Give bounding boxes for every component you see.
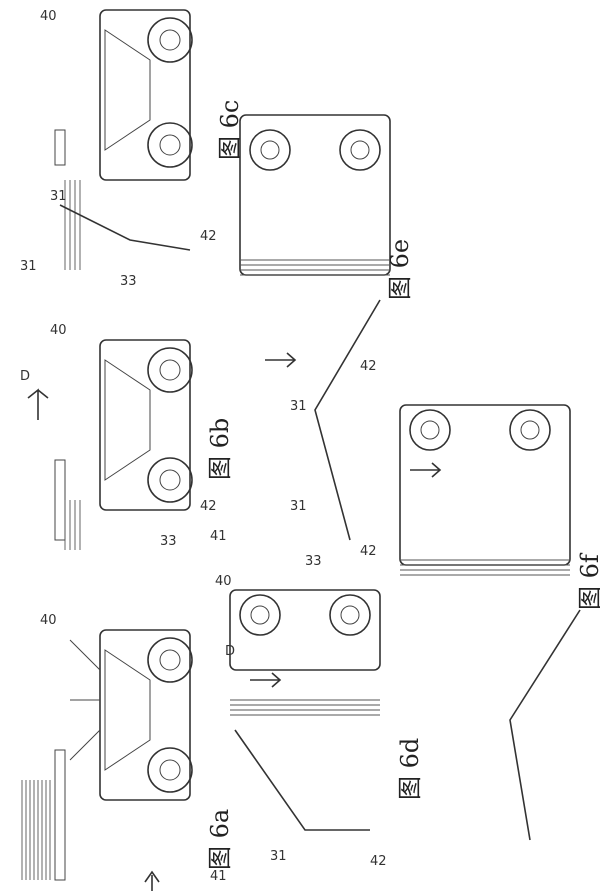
label-40: 40	[40, 9, 57, 24]
label-31: 31	[290, 499, 307, 514]
label-40: 40	[40, 613, 57, 628]
figure-6a: 40 41 图 6a	[10, 610, 240, 891]
figure-6f-caption: 图 6f	[576, 554, 600, 610]
figure-6f-drawing	[399, 404, 581, 841]
figure-6f: 图 6f	[390, 400, 600, 841]
label-42: 42	[200, 499, 217, 514]
figure-6e-drawing: 42 31 31 33 42	[239, 114, 391, 569]
figure-6c-drawing: 40 31 31 33 42	[20, 9, 217, 289]
label-33: 33	[120, 274, 137, 289]
label-41: 41	[210, 869, 227, 884]
label-42: 42	[370, 854, 387, 869]
label-d: D	[225, 644, 235, 659]
label-31: 31	[50, 189, 67, 204]
figure-6a-drawing: 40 41	[21, 613, 227, 891]
figure-6e-caption: 图 6e	[386, 238, 414, 300]
figure-6b: 40 D 41 42 33 图 6b	[10, 320, 240, 550]
figure-6d-drawing: 40 D 31 42	[215, 574, 387, 869]
label-41: 41	[210, 529, 227, 544]
label-31: 31	[270, 849, 287, 864]
label-33: 33	[305, 554, 322, 569]
label-42: 42	[200, 229, 217, 244]
figure-6d: 40 D 31 42 图 6d	[210, 574, 440, 869]
figure-6c: 40 31 31 33 42 图 6c	[10, 0, 244, 289]
label-40: 40	[50, 323, 67, 338]
label-31: 31	[20, 259, 37, 274]
label-33: 33	[160, 534, 177, 549]
figure-6b-drawing: 40 D 41 42 33	[20, 323, 227, 550]
label-d: D	[20, 369, 30, 384]
label-31: 31	[290, 399, 307, 414]
label-42: 42	[360, 359, 377, 374]
label-42: 42	[360, 544, 377, 559]
label-40: 40	[215, 574, 232, 589]
figure-6e: 42 31 31 33 42 图 6e	[220, 110, 450, 569]
